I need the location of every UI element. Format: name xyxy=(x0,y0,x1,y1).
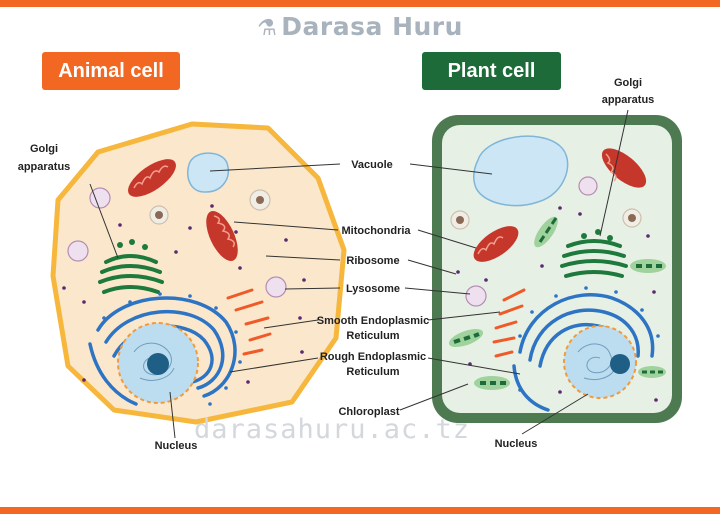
animal-vacuole xyxy=(186,152,229,193)
plant-er-ribosomes xyxy=(518,286,660,392)
plant-vesicle-core xyxy=(628,214,636,222)
labels: Golgi apparatus Golgi apparatus Vacuole … xyxy=(18,77,655,452)
animal-vesicle-core xyxy=(256,196,264,204)
plant-nucleolus xyxy=(610,354,630,374)
top-accent-bar xyxy=(0,0,720,7)
plant-cell-badge: Plant cell xyxy=(422,52,561,90)
animal-lysosome xyxy=(67,240,89,262)
label-nucleus-right: Nucleus xyxy=(495,438,538,450)
plant-chloroplast xyxy=(474,376,510,390)
label-vacuole: Vacuole xyxy=(351,159,393,171)
plant-rough-er xyxy=(512,293,655,412)
animal-lysosome xyxy=(265,276,287,298)
leader-lines xyxy=(89,109,629,439)
animal-mitochondrion-top xyxy=(128,159,176,197)
plant-vesicle-core xyxy=(456,216,464,224)
label-lysosome: Lysosome xyxy=(346,283,400,295)
plant-chloroplast xyxy=(534,216,558,248)
brand-logo: ⚗Darasa Huru xyxy=(0,12,720,41)
plant-smooth-er xyxy=(492,288,526,358)
label-golgi-right-line2: apparatus xyxy=(602,94,655,106)
plant-ribosomes xyxy=(456,206,658,402)
animal-vesicle-core xyxy=(155,211,163,219)
microscope-icon: ⚗ xyxy=(257,16,278,41)
watermark: darasahuru.ac.tz xyxy=(194,414,470,445)
plant-lysosome xyxy=(465,285,487,307)
label-golgi-left-line2: apparatus xyxy=(18,161,71,173)
animal-lysosome xyxy=(89,187,111,209)
animal-ribosomes xyxy=(62,204,306,384)
animal-golgi-apparatus xyxy=(98,239,164,294)
plant-golgi-apparatus xyxy=(560,229,628,278)
label-golgi-right-line1: Golgi xyxy=(614,77,642,89)
plant-lysosome xyxy=(578,176,598,196)
plant-chloroplast xyxy=(638,366,666,378)
label-nucleus-left: Nucleus xyxy=(155,440,198,452)
plant-mitochondrion-left xyxy=(473,226,519,262)
animal-nucleolus xyxy=(147,353,169,375)
animal-cell xyxy=(50,121,347,425)
animal-nucleus xyxy=(117,322,199,404)
plant-chloroplast xyxy=(448,328,484,348)
animal-mitochondrion-right xyxy=(206,211,238,261)
plant-nucleus xyxy=(563,325,637,399)
label-golgi-left-line1: Golgi xyxy=(30,143,58,155)
brand-name: Darasa Huru xyxy=(281,12,463,41)
label-smooth-er-line2: Reticulum xyxy=(346,330,399,342)
label-ribosome: Ribosome xyxy=(346,255,399,267)
label-rough-er-line2: Reticulum xyxy=(346,366,399,378)
bottom-accent-bar xyxy=(0,507,720,514)
animal-smooth-er xyxy=(226,288,272,356)
plant-vacuole xyxy=(473,135,569,207)
animal-er-ribosomes xyxy=(102,292,242,406)
animal-cell-badge: Animal cell xyxy=(42,52,180,90)
plant-chloroplast xyxy=(630,259,666,273)
label-chloroplast: Chloroplast xyxy=(338,406,399,418)
plant-mitochondrion-top xyxy=(601,148,647,188)
plant-cell xyxy=(432,115,682,423)
label-rough-er-line1: Rough Endoplasmic xyxy=(320,351,426,363)
label-mitochondria: Mitochondria xyxy=(341,225,411,237)
label-smooth-er-line1: Smooth Endoplasmic xyxy=(317,315,429,327)
